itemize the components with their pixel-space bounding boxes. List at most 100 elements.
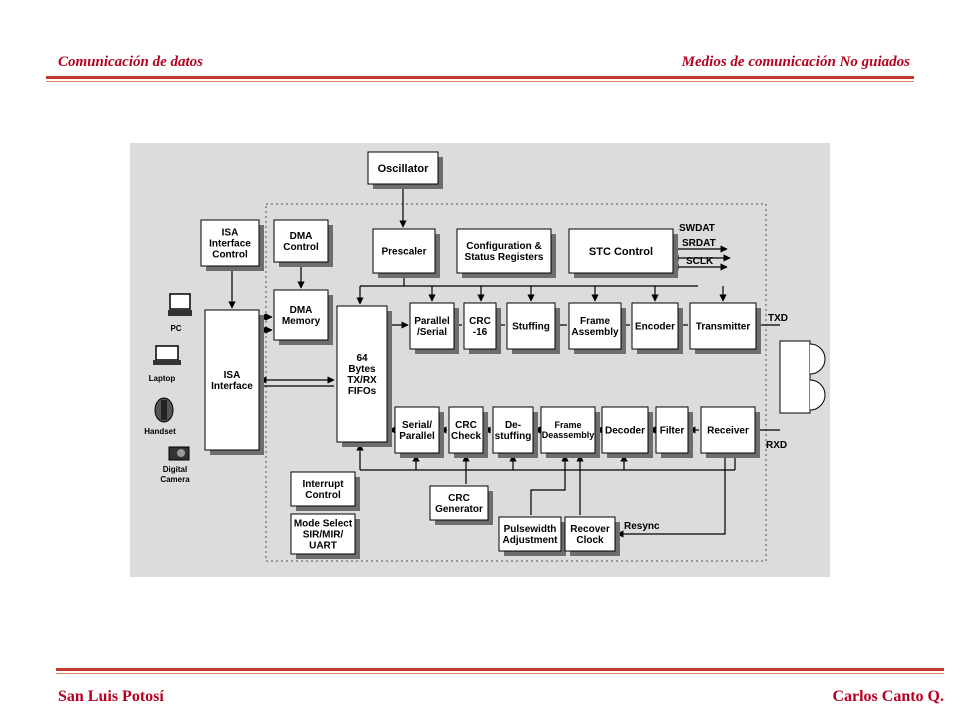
block-box: [564, 516, 616, 552]
block-label: Memory: [282, 316, 321, 327]
pc-icon: [169, 293, 191, 310]
block-label: stuffing: [495, 431, 532, 442]
block-box: [506, 302, 556, 350]
block-box: [601, 406, 649, 454]
block-box: [409, 302, 455, 350]
block-crc16: CRC-16: [463, 302, 501, 354]
block-destuffing: De-stuffing: [492, 406, 538, 458]
block-label: 64: [356, 353, 368, 364]
block-box: [540, 406, 596, 454]
block-box: [290, 471, 356, 507]
transceiver-led: [809, 343, 826, 375]
block-label: Stuffing: [512, 322, 550, 333]
header-left-title: Comunicación de datos: [58, 54, 204, 70]
pc-keyboard: [168, 310, 192, 316]
signal-swdat: SWDAT: [679, 223, 715, 234]
signal-sclk: SCLK: [686, 256, 714, 267]
block-stuffing: Stuffing: [506, 302, 560, 354]
block-label: Deassembly: [542, 430, 595, 440]
block-label: Control: [305, 490, 341, 501]
block-encoder: Encoder: [631, 302, 683, 354]
block-label: Receiver: [707, 426, 749, 437]
signal-txd: TXD: [768, 313, 788, 324]
block-label: Transmitter: [696, 322, 751, 333]
footer-rule: [56, 668, 944, 671]
block-label: CRC: [448, 493, 470, 504]
block-box: [689, 302, 757, 350]
transceiver-photodiode: [809, 379, 826, 411]
block-label: Parallel: [414, 316, 450, 327]
connector: [616, 455, 726, 538]
block-label: Adjustment: [503, 535, 559, 546]
block-ser-par: Serial/Parallel: [394, 406, 444, 458]
laptop-base: [153, 360, 181, 365]
block-decoder: Decoder: [601, 406, 653, 458]
device-label: Handset: [144, 427, 176, 436]
block-transmitter: Transmitter: [689, 302, 761, 354]
block-label: CRC: [469, 316, 491, 327]
block-box: [456, 228, 552, 274]
device-label: Laptop: [149, 374, 176, 383]
footer-right-text: Carlos Canto Q.: [832, 688, 944, 705]
block-label: Frame: [554, 420, 581, 430]
block-box: [498, 516, 562, 552]
block-label: DMA: [290, 305, 313, 316]
block-label: Status Registers: [465, 252, 544, 263]
block-box: [631, 302, 679, 350]
block-label: Assembly: [571, 327, 619, 338]
header-right-title: Medios de comunicación No guiados: [681, 54, 910, 70]
header-rule: [46, 76, 914, 79]
transceiver-body: [779, 340, 811, 414]
block-label: Bytes: [348, 364, 376, 375]
block-label: -16: [473, 327, 488, 338]
block-receiver: Receiver: [700, 406, 760, 458]
ir-transceiver: [779, 340, 826, 414]
block-box: [273, 219, 329, 263]
block-label: DMA: [290, 231, 313, 242]
block-par-ser: Parallel/Serial: [409, 302, 459, 354]
block-label: FIFOs: [348, 386, 377, 397]
block-label: Prescaler: [381, 247, 426, 258]
block-label: De-: [505, 420, 521, 431]
block-label: /Serial: [417, 327, 447, 338]
block-label: STC Control: [589, 246, 653, 258]
block-label: Serial/: [402, 420, 432, 431]
block-label: Filter: [660, 426, 685, 437]
block-label: Decoder: [605, 426, 645, 437]
block-label: Frame: [580, 316, 610, 327]
block-box: [290, 513, 356, 555]
camera-lens: [177, 449, 185, 457]
block-label: CRC: [455, 420, 477, 431]
header-rule-thin: [46, 81, 914, 82]
block-box: [655, 406, 689, 454]
block-label: Control: [212, 250, 248, 261]
block-label: TX/RX: [347, 375, 377, 386]
device-laptop: Laptop: [149, 345, 181, 383]
device-handset: Handset: [144, 397, 176, 436]
device-label: PC: [170, 324, 181, 333]
block-label: Check: [451, 431, 481, 442]
block-oscillator: Oscillator: [367, 151, 443, 189]
block-label: UART: [309, 541, 337, 552]
block-box: [394, 406, 440, 454]
block-label: Control: [283, 242, 319, 253]
block-label: Parallel: [399, 431, 435, 442]
device-pc: PC: [168, 293, 192, 333]
